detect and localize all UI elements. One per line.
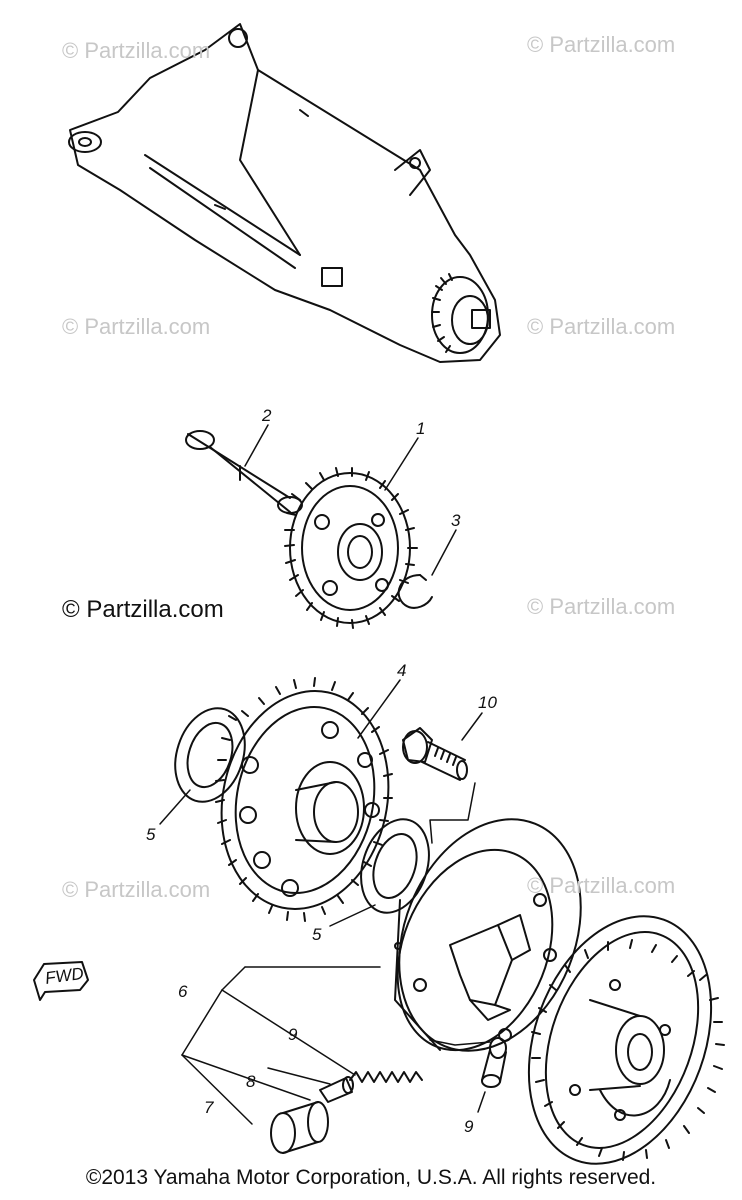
watermark: © Partzilla.com <box>527 32 676 57</box>
callout-7: 7 <box>204 1098 214 1117</box>
watermark: © Partzilla.com <box>62 314 211 339</box>
callout-9: 9 <box>288 1025 298 1044</box>
part-3-circlip <box>397 574 433 609</box>
starter-clutch-housing <box>394 818 582 1052</box>
part-5-washer-upper <box>174 707 246 803</box>
callout-10: 9 <box>464 1117 474 1136</box>
starter-motor <box>68 23 501 363</box>
part-5-washer-lower <box>360 818 430 914</box>
leader-lines <box>159 424 491 1125</box>
part-1-gear <box>284 467 418 629</box>
fwd-arrow-icon <box>33 961 89 1001</box>
rear-gear <box>527 915 725 1165</box>
copyright-notice: ©2013 Yamaha Motor Corporation, U.S.A. A… <box>85 1166 657 1189</box>
part-2-shaft <box>185 430 303 514</box>
watermark: © Partzilla.com <box>527 873 676 898</box>
callout-8: 8 <box>246 1072 256 1091</box>
callout-2: 2 <box>261 406 272 425</box>
part-7-roller <box>270 1101 329 1154</box>
part-9-spring <box>349 1071 423 1083</box>
part-10-pin <box>481 1037 507 1088</box>
callout-6: 6 <box>178 982 188 1001</box>
fwd-label: FWD <box>44 964 85 988</box>
part-8-plunger <box>319 1076 354 1103</box>
watermark: © Partzilla.com <box>62 38 211 63</box>
callout-5a: 5 <box>146 825 156 844</box>
callout-4: 4 <box>397 661 406 680</box>
callout-labels: 2 1 3 4 10 5 5 6 9 8 7 9 FWD <box>44 406 498 1136</box>
part-4-gear <box>215 677 393 922</box>
callout-3: 3 <box>451 511 461 530</box>
part-11-bolt <box>402 727 468 781</box>
watermark: © Partzilla.com <box>62 877 211 902</box>
watermark: © Partzilla.com <box>527 594 676 619</box>
callout-1: 1 <box>416 419 425 438</box>
callout-5b: 5 <box>312 925 322 944</box>
callout-11: 10 <box>478 693 497 712</box>
watermark-strong: © Partzilla.com <box>62 596 224 623</box>
watermark: © Partzilla.com <box>527 314 676 339</box>
